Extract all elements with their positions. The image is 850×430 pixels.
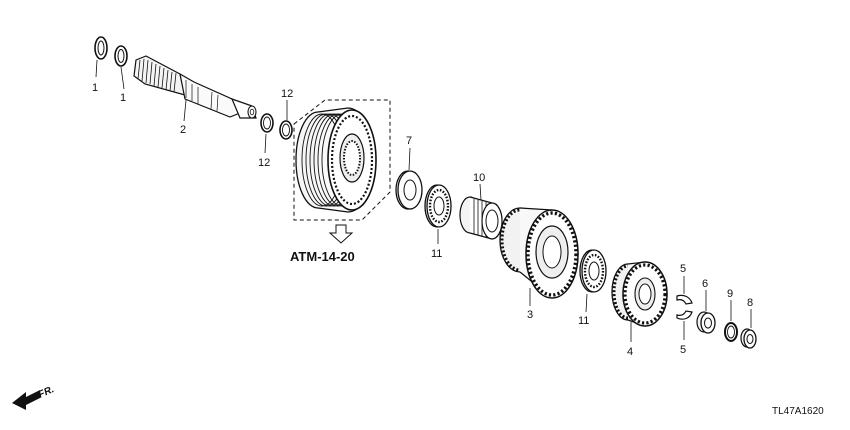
needle-bearing-10: [459, 196, 503, 240]
callout-12-upper: 12: [281, 88, 293, 100]
leader-line-7: [408, 147, 411, 171]
callout-12-lower: 12: [258, 157, 270, 169]
front-direction-label: FR.: [37, 384, 56, 401]
washer-8: [740, 328, 757, 349]
reference-label: ATM-14-20: [290, 249, 355, 264]
leader-line-12a: [264, 133, 267, 154]
diagram-code: TL47A1620: [772, 406, 824, 417]
cotter-5a: [676, 294, 693, 305]
callout-5-lower: 5: [680, 344, 686, 356]
front-direction-arrow-icon: [12, 390, 40, 410]
leader-line-2: [183, 99, 187, 122]
collar-6: [696, 311, 716, 334]
snap-ring-9: [724, 322, 738, 342]
callout-1a: 1: [92, 82, 98, 94]
countershaft: [133, 55, 257, 119]
callout-4: 4: [627, 346, 633, 358]
callout-2: 2: [180, 124, 186, 136]
o-ring-12a: [260, 113, 274, 133]
callout-5-upper: 5: [680, 263, 686, 275]
callout-6: 6: [702, 278, 708, 290]
callout-11-lower: 11: [578, 315, 589, 327]
leader-line-11b: [585, 293, 588, 313]
callout-7: 7: [406, 135, 412, 147]
leader-line-1b: [120, 66, 125, 90]
clutch-assembly-outline: [293, 99, 391, 221]
snap-ring-1b: [114, 45, 128, 67]
leader-line-10: [479, 183, 482, 201]
snap-ring-1a: [94, 36, 108, 60]
leader-line-1a: [95, 59, 98, 78]
o-ring-12b: [279, 120, 293, 140]
thrust-bearing-11a: [424, 184, 452, 228]
thrust-washer-7: [395, 170, 423, 210]
callout-9: 9: [727, 288, 733, 300]
callout-11-upper: 11: [431, 248, 442, 260]
callout-8: 8: [747, 297, 753, 309]
countershaft-gear-3: [499, 207, 579, 299]
callout-1b: 1: [120, 92, 126, 104]
callout-10: 10: [473, 172, 485, 184]
reference-arrow: [328, 224, 354, 244]
clutch-assembly: [295, 107, 377, 213]
gear-4: [611, 261, 668, 327]
cotter-5b: [676, 310, 693, 320]
thrust-bearing-11b: [579, 249, 607, 293]
callout-3: 3: [527, 309, 533, 321]
